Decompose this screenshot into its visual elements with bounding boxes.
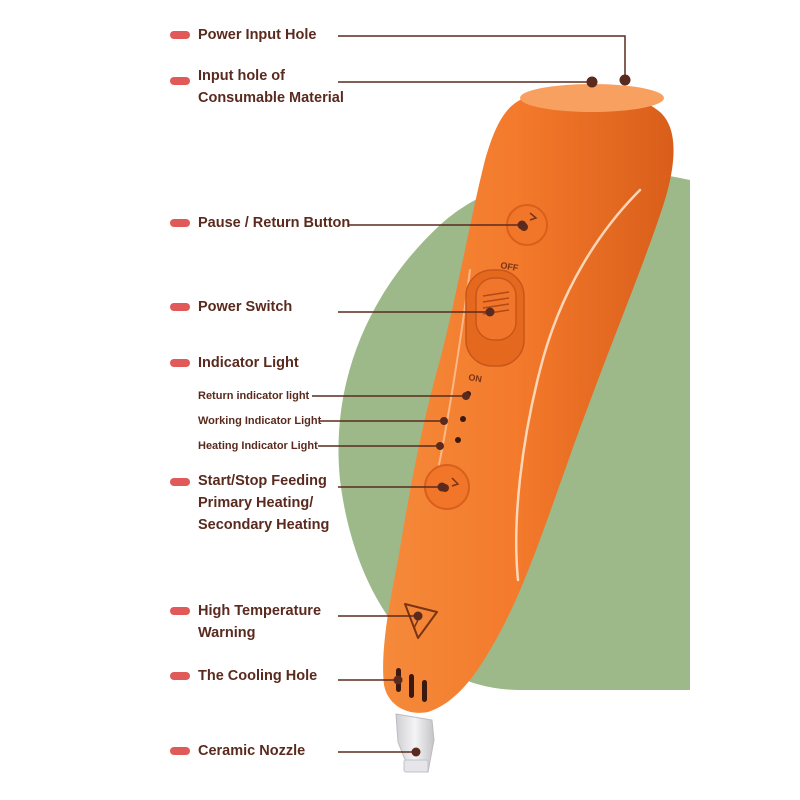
bullet-power-input: [170, 31, 190, 39]
bullet-ceramic-nozzle: [170, 747, 190, 755]
nozzle-tip: [403, 759, 429, 773]
label-power-input-hole: Power Input Hole: [198, 27, 317, 43]
label-indicator-light: Indicator Light: [198, 355, 299, 371]
bullet-cooling-hole: [170, 672, 190, 680]
label-cooling-hole: The Cooling Hole: [198, 668, 318, 684]
bullet-high-temp: [170, 607, 190, 615]
ceramic-nozzle-shape: [395, 713, 435, 773]
start-stop-arrow-icon: [451, 477, 460, 487]
pen-top-cap: [520, 84, 664, 112]
bullet-start-stop: [170, 478, 190, 486]
label-input-hole-line2: Consumable Material: [198, 90, 344, 106]
label-start-stop-line1: Start/Stop Feeding: [198, 473, 327, 489]
leader-power-input: [338, 35, 626, 80]
leader-end-dots: [393, 74, 631, 757]
heating-indicator-light-dot: [455, 437, 461, 443]
bullet-power-switch: [170, 303, 190, 311]
label-pause-return-button: Pause / Return Button: [198, 215, 351, 231]
label-input-hole-line1: Input hole of: [198, 68, 285, 84]
switch-on-label: ON: [468, 372, 483, 384]
working-indicator-light-dot: [460, 416, 466, 422]
label-power-switch: Power Switch: [198, 299, 293, 315]
pen-highlight-right: [515, 188, 642, 582]
high-temperature-warning-icon: [404, 603, 438, 639]
label-return-indicator-light: Return indicator light: [198, 390, 310, 402]
pause-return-arrow-icon: [529, 212, 538, 221]
label-heating-indicator-light: Heating Indicator Light: [198, 440, 318, 452]
switch-off-label: OFF: [500, 260, 520, 273]
label-high-temp-line1: High Temperature: [198, 603, 322, 619]
label-start-stop-line3: Secondary Heating: [198, 517, 330, 533]
label-high-temp-line2: Warning: [198, 625, 256, 641]
bullet-indicator-light: [170, 359, 190, 367]
label-start-stop-line2: Primary Heating/: [198, 495, 314, 511]
bullet-pause-return: [170, 219, 190, 227]
pen-body: [383, 89, 674, 713]
leader-lines: [312, 35, 626, 753]
label-working-indicator-light: Working Indicator Light: [198, 415, 322, 427]
power-switch-knob[interactable]: [475, 277, 517, 341]
bullet-input-hole: [170, 77, 190, 85]
label-ceramic-nozzle: Ceramic Nozzle: [198, 743, 306, 759]
